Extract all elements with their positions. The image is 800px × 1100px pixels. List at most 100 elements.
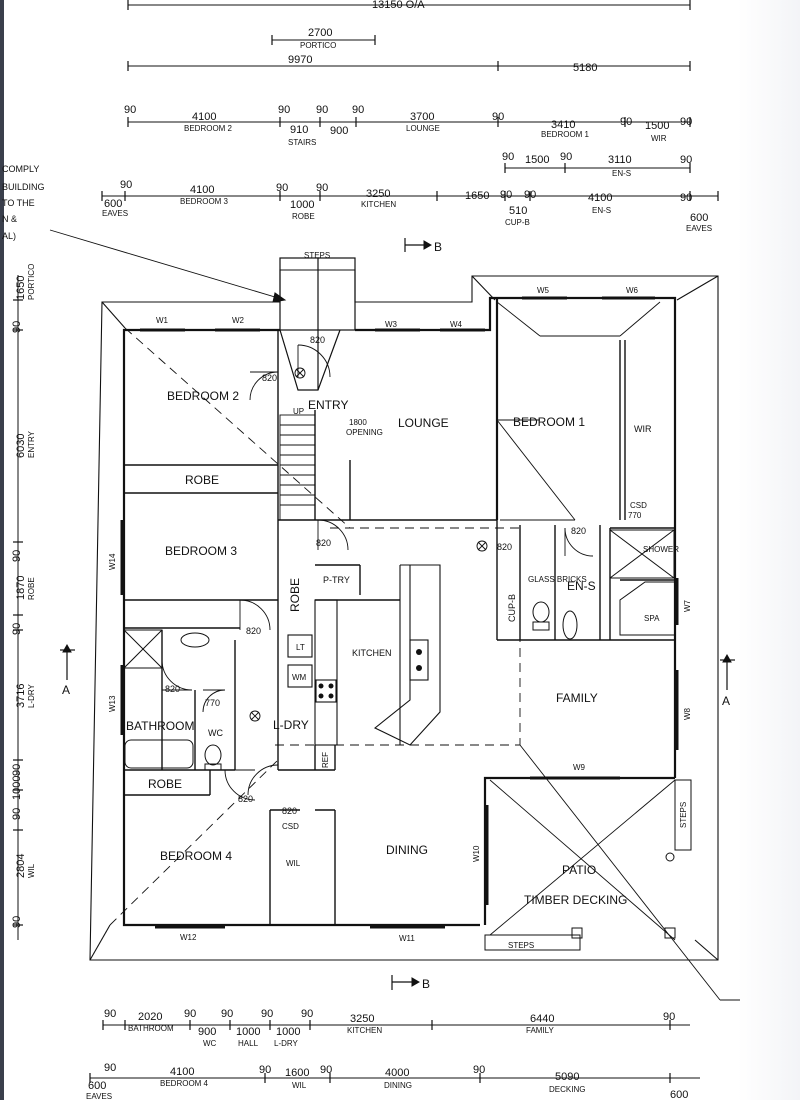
room-labels: BEDROOM 2 ENTRY LOUNGE BEDROOM 1 WIR ROB… — [126, 251, 688, 950]
dim-value: 1870 — [15, 576, 27, 600]
dim-value: 5090 — [555, 1071, 579, 1083]
section-markers: B B A A — [62, 240, 730, 991]
window-label: W11 — [399, 934, 415, 943]
section-marker: A — [722, 694, 730, 708]
dim-label: BEDROOM 4 — [160, 1079, 209, 1088]
dim-value: 90 — [316, 104, 328, 116]
room-label: DINING — [386, 843, 428, 857]
dim-label: ENTRY — [27, 430, 36, 458]
dim-value: 90 — [221, 1008, 233, 1020]
room-label: ROBE — [185, 473, 219, 487]
window-label: W14 — [108, 553, 117, 570]
dim-label: WIR — [651, 134, 667, 143]
portico-dim-value: 2700 — [308, 27, 332, 39]
room-label: REF — [321, 752, 330, 768]
stair-label: UP — [293, 407, 304, 416]
kitchen-benches — [287, 564, 441, 746]
dim-value: 3700 — [410, 111, 434, 123]
dim-value: 90 — [502, 151, 514, 163]
dim-value: 90 — [352, 104, 364, 116]
bathroom-fixtures — [123, 629, 222, 771]
room-label: PATIO — [562, 863, 596, 877]
room-label: BEDROOM 2 — [167, 389, 239, 403]
dim-value: 3250 — [350, 1013, 374, 1025]
dim-value: 90 — [680, 192, 692, 204]
room-label: BEDROOM 4 — [160, 849, 232, 863]
door-size: 820 — [262, 373, 277, 383]
door-size: 820 — [165, 684, 180, 694]
window-label: W7 — [683, 599, 692, 612]
dim-label: WIL — [292, 1081, 307, 1090]
dim-value: 600 — [690, 212, 708, 224]
dim-value: 90 — [620, 116, 632, 128]
dim-label: LOUNGE — [406, 124, 440, 133]
door-size: 820 — [246, 626, 261, 636]
dim-value: 90 — [11, 623, 23, 635]
dim-value: 90 — [276, 182, 288, 194]
dim-label: STAIRS — [288, 138, 316, 147]
door-size: 820 — [310, 335, 325, 345]
room-label: STEPS — [679, 802, 688, 828]
dim-label: ROBE — [292, 212, 315, 221]
room-label: 770 — [628, 511, 642, 520]
note-line: TO THE — [2, 198, 35, 208]
dim-label: KITCHEN — [347, 1026, 382, 1035]
door-size: 820 — [238, 794, 253, 804]
dim-value: 1000 — [276, 1026, 300, 1038]
window-label: W5 — [537, 286, 550, 295]
overall-dim-value: 5180 — [573, 62, 597, 74]
room-label: L-DRY — [273, 718, 309, 732]
dim-value: 1000 — [290, 199, 314, 211]
note-line: AL) — [2, 231, 16, 241]
section-marker: B — [422, 977, 430, 991]
dim-label: PORTICO — [27, 264, 36, 300]
dim-value: 90 — [259, 1064, 271, 1076]
room-label: EN-S — [567, 579, 596, 593]
dim-value: 90 — [11, 550, 23, 562]
window-label: W9 — [573, 763, 586, 772]
room-label: ENTRY — [308, 398, 348, 412]
overall-dim-value: 9970 — [288, 54, 312, 66]
dim-label: KITCHEN — [361, 200, 396, 209]
room-label: P-TRY — [323, 575, 350, 585]
top-dimension-text: 13150 O/A 2700 PORTICO 9970 5180 90 4100… — [102, 0, 712, 233]
dim-value: 4100 — [588, 192, 612, 204]
door-size: 820 — [497, 542, 512, 552]
dim-value: 510 — [509, 205, 527, 217]
room-label: BEDROOM 1 — [513, 415, 585, 429]
dim-value: 1000 — [236, 1026, 260, 1038]
note-line: N & — [2, 214, 17, 224]
room-label: WIR — [634, 424, 652, 434]
cooktop-burners — [318, 649, 422, 699]
dim-value: 1600 — [285, 1067, 309, 1079]
window-labels: W1 W2 W3 W4 W5 W6 W7 W8 W9 W10 W11 W12 W… — [108, 286, 692, 943]
dim-value: 1500 — [645, 120, 669, 132]
dim-value: 90 — [560, 151, 572, 163]
dim-value: 1500 — [525, 154, 549, 166]
dim-value: 90 — [11, 764, 23, 776]
room-label: BEDROOM 3 — [165, 544, 237, 558]
window-label: W4 — [450, 320, 463, 329]
dim-label: DINING — [384, 1081, 412, 1090]
dim-value: 90 — [11, 321, 23, 333]
dim-label: BEDROOM 1 — [541, 130, 590, 139]
door-size: 820 — [571, 526, 586, 536]
dim-value: 90 — [500, 189, 512, 201]
room-label: FAMILY — [556, 691, 598, 705]
left-dimension-text: 1650 PORTICO 90 6030 ENTRY 90 1870 ROBE … — [11, 264, 36, 928]
window-label: W3 — [385, 320, 398, 329]
dim-value: 2804 — [15, 854, 27, 878]
ensuite-fixtures — [532, 529, 676, 640]
dim-value: 90 — [278, 104, 290, 116]
dim-label: EN-S — [612, 169, 631, 178]
window-label: W10 — [472, 845, 481, 862]
dim-label: HALL — [238, 1039, 259, 1048]
room-label: STEPS — [508, 941, 534, 950]
dim-label: CUP-B — [505, 218, 530, 227]
room-label: CUP-B — [507, 594, 517, 622]
dim-label: L-DRY — [27, 683, 36, 708]
room-label: LT — [296, 643, 305, 652]
dim-label: FAMILY — [526, 1026, 555, 1035]
